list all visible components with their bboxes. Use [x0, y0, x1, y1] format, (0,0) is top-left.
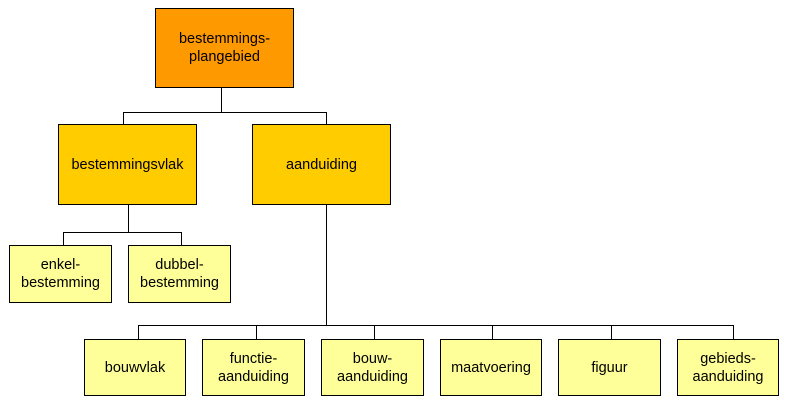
node-bestemmingsvlak: bestemmingsvlak — [58, 124, 197, 205]
node-label: dubbel- bestemming — [140, 257, 219, 291]
node-maatvoering: maatvoering — [440, 339, 542, 396]
node-label: figuur — [591, 359, 628, 376]
node-aanduiding: aanduiding — [252, 124, 391, 205]
node-label: bouwvlak — [104, 359, 166, 376]
node-figuur: figuur — [558, 339, 661, 396]
node-label: gebieds- aanduiding — [692, 350, 764, 385]
node-label: bestemmingsvlak — [71, 156, 184, 173]
node-enkelbestemming: enkel- bestemming — [9, 245, 112, 303]
node-gebiedsaanduiding: gebieds- aanduiding — [677, 339, 779, 396]
node-bouwvlak: bouwvlak — [84, 339, 186, 396]
node-label: enkel- bestemming — [21, 257, 100, 291]
node-label: aanduiding — [286, 156, 357, 173]
node-dubbelbestemming: dubbel- bestemming — [128, 245, 231, 303]
node-bestemmingsplangebied: bestemmings- plangebied — [155, 8, 294, 88]
node-label: maatvoering — [451, 359, 531, 376]
node-label: bouw- aanduiding — [337, 350, 408, 385]
node-functieaanduiding: functie- aanduiding — [202, 339, 305, 396]
node-bouwaanduiding: bouw- aanduiding — [321, 339, 424, 396]
node-label: bestemmings- plangebied — [178, 31, 271, 65]
node-label: functie- aanduiding — [218, 350, 289, 385]
